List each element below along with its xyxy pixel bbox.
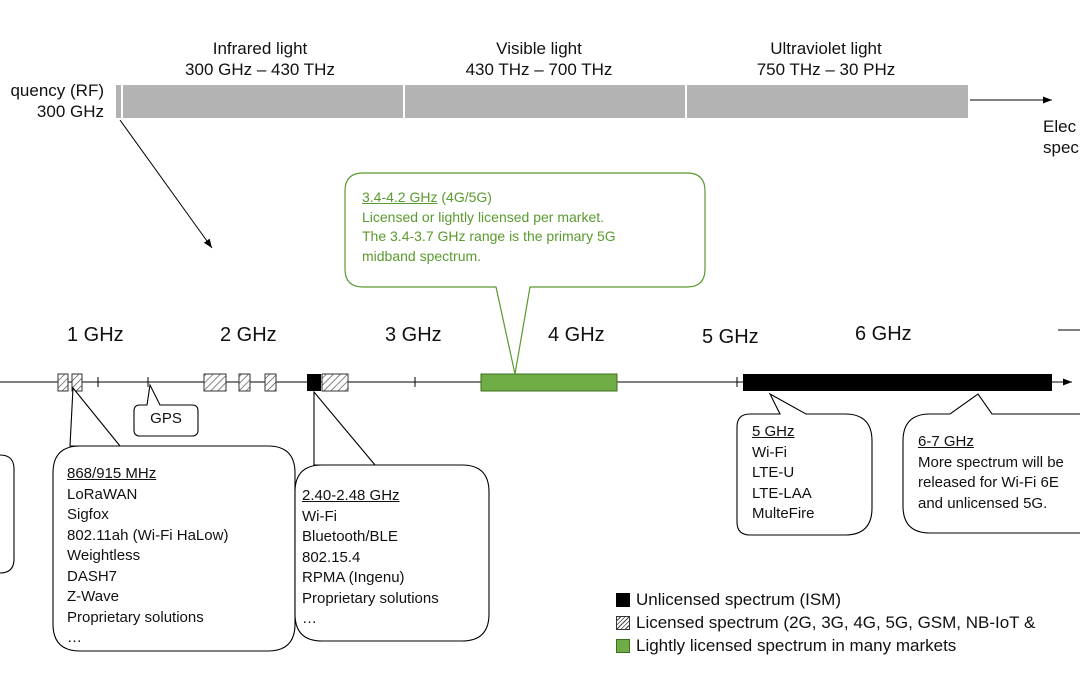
licensed-block-4 (238, 373, 251, 392)
em-spectrum-label: Elec spec (1043, 116, 1079, 158)
em-visible-segment (405, 85, 685, 118)
callout-five-item: LTE-LAA (752, 484, 812, 502)
unlicensed-block-2-4ghz (307, 374, 321, 391)
band-infrared-range: 300 GHz – 430 THz (185, 60, 335, 79)
legend-row-licensed: Licensed spectrum (2G, 3G, 4G, 5G, GSM, … (616, 611, 1080, 634)
legend-swatch-unlicensed (616, 592, 630, 607)
licensed-block-6 (321, 373, 349, 392)
callout-five-item: MulteFire (752, 505, 815, 522)
legend-row-unlicensed: Unlicensed spectrum (ISM) (616, 588, 1080, 611)
callout-six-line-1: More spectrum will be (918, 453, 1064, 471)
callout-five-shape (736, 392, 873, 536)
callout-cband-title: 3.4-4.2 GHz (362, 189, 438, 205)
band-infrared: Infrared light 300 GHz – 430 THz (160, 38, 360, 80)
callout-subghz-item: Sigfox (67, 506, 109, 523)
rf-label-line-2: 300 GHz (36, 102, 104, 121)
callout-ism24-item: 802.15.4 (302, 548, 361, 566)
axis-ticks (97, 377, 738, 387)
axis-label-2ghz: 2 GHz (220, 324, 277, 346)
licensed-block-1 (57, 373, 69, 392)
gps-label: GPS (150, 410, 182, 427)
band-ultraviolet-range: 750 THz – 30 PHz (756, 60, 896, 79)
callout-cband-line-2: The 3.4-3.7 GHz range is the primary 5G (362, 228, 616, 244)
callout-subghz-item: DASH7 (67, 567, 118, 585)
em-label-line-2: spec (1043, 138, 1079, 157)
callout-cband-title-line: 3.4-4.2 GHz (4G/5G) (362, 188, 616, 208)
callout-subghz-item: Proprietary solutions (67, 608, 204, 626)
lightly-licensed-block (480, 373, 618, 392)
em-ultraviolet-segment (687, 85, 968, 118)
callout-subghz-title: 868/915 MHz (67, 465, 157, 482)
callout-five-item: Wi-Fi (752, 443, 787, 461)
axis-label-5ghz: 5 GHz (702, 326, 759, 348)
legend-swatch-lightly (616, 638, 630, 653)
callout-ism24-shape (294, 390, 490, 642)
callout-cband-line-1: Licensed or lightly licensed per market. (362, 208, 605, 225)
callout-ism24-item: Proprietary solutions (302, 589, 439, 607)
callout-five-title: 5 GHz (752, 423, 795, 440)
callout-six-title: 6-7 GHz (918, 433, 974, 450)
band-visible: Visible light 430 THz – 700 THz (439, 38, 639, 80)
callout-subghz-item: Weightless (67, 547, 141, 564)
band-visible-range: 430 THz – 700 THz (465, 60, 613, 79)
axis-label-3ghz: 3 GHz (385, 324, 442, 346)
callout-six-line-2: released for Wi-Fi 6E (918, 474, 1059, 491)
rf-label: quency (RF) 300 GHz (0, 80, 104, 122)
callout-subghz-text: 868/915 MHz LoRaWAN Sigfox 802.11ah (Wi-… (67, 464, 228, 649)
band-ultraviolet-name: Ultraviolet light (770, 39, 882, 58)
callout-subghz-item: Z-Wave (67, 588, 119, 605)
callout-ism24-item: Wi-Fi (302, 507, 337, 525)
callout-five-text: 5 GHz Wi-Fi LTE-U LTE-LAA MulteFire (752, 422, 815, 525)
licensed-block-5 (264, 373, 277, 392)
callout-ism24-item: … (302, 610, 317, 627)
callout-subghz-item: LoRaWAN (67, 485, 138, 503)
callout-ism24-item: Bluetooth/BLE (302, 528, 398, 545)
callout-cband-shape (344, 172, 706, 375)
licensed-block-3 (203, 373, 227, 392)
legend-swatch-licensed (616, 615, 630, 630)
legend-label-lightly: Lightly licensed spectrum in many market… (636, 636, 957, 655)
callout-six-line-3: and unlicensed 5G. (918, 494, 1048, 512)
callout-cband-title-suffix: (4G/5G) (437, 189, 492, 205)
em-label-line-1: Elec (1043, 117, 1077, 136)
callout-ism24-title: 2.40-2.48 GHz (302, 487, 400, 504)
legend-row-lightly: Lightly licensed spectrum in many market… (616, 634, 1080, 657)
callout-subghz-item: 802.11ah (Wi-Fi HaLow) (67, 526, 229, 544)
legend-label-unlicensed: Unlicensed spectrum (ISM) (636, 590, 842, 609)
axis-label-6ghz: 6 GHz (855, 323, 912, 345)
callout-ism24-item: RPMA (Ingenu) (302, 569, 405, 586)
em-rf-segment (116, 85, 121, 118)
legend-label-licensed: Licensed spectrum (2G, 3G, 4G, 5G, GSM, … (636, 613, 1036, 632)
band-ultraviolet: Ultraviolet light 750 THz – 30 PHz (726, 38, 926, 80)
callout-ism24-text: 2.40-2.48 GHz Wi-Fi Bluetooth/BLE 802.15… (302, 486, 439, 630)
callout-cband-text: 3.4-4.2 GHz (4G/5G) Licensed or lightly … (362, 188, 616, 266)
band-visible-name: Visible light (496, 39, 582, 58)
callout-six-text: 6-7 GHz More spectrum will be released f… (918, 432, 1080, 514)
callout-subghz-item: … (67, 629, 82, 646)
em-infrared-segment (123, 85, 403, 118)
axis-label-1ghz: 1 GHz (67, 324, 124, 346)
callout-six-shape (902, 393, 1080, 534)
unlicensed-block-5-7ghz (743, 374, 1052, 391)
callout-five-item: LTE-U (752, 464, 795, 481)
band-infrared-name: Infrared light (212, 39, 308, 58)
callout-left-partial-shape (0, 454, 15, 574)
legend: Unlicensed spectrum (ISM) Licensed spect… (616, 588, 1080, 657)
licensed-block-2 (71, 373, 83, 392)
callout-cband-line-3: midband spectrum. (362, 247, 482, 264)
callout-gps-shape (133, 383, 199, 437)
zoom-arrow (119, 119, 213, 249)
axis-label-4ghz: 4 GHz (548, 324, 605, 346)
rf-label-line-1: quency (RF) (10, 81, 104, 100)
callout-subghz-shape (52, 386, 296, 652)
